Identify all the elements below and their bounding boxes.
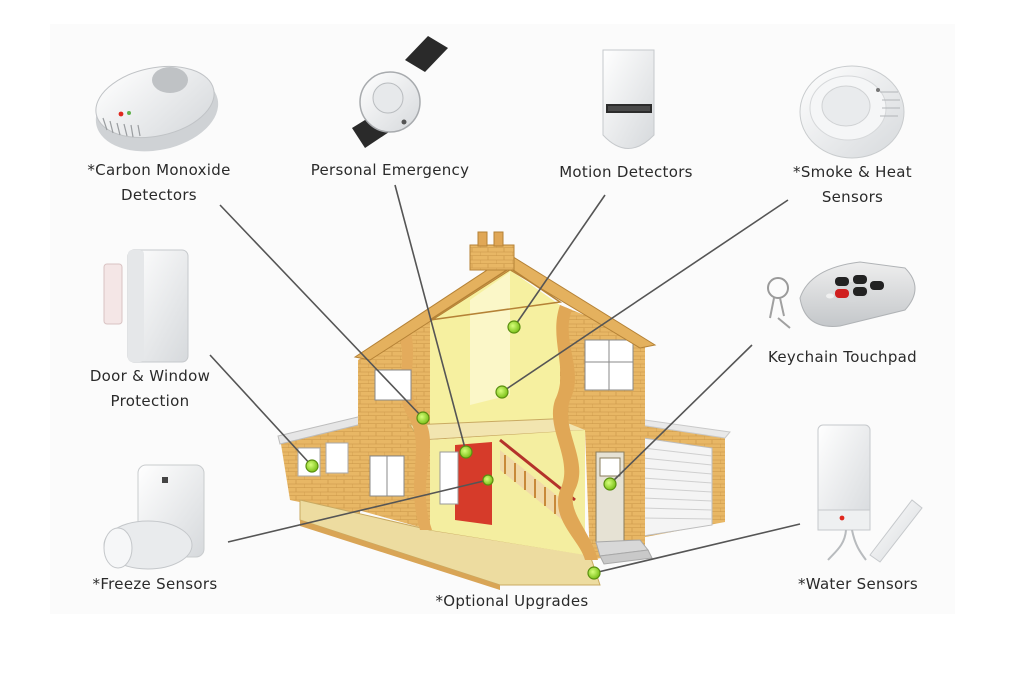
left-upper-window — [374, 369, 412, 401]
label-optional-upgrades: *Optional Upgrades — [412, 589, 612, 614]
label-personal-emergency-text: Personal Emergency — [310, 161, 470, 179]
leader-door-window — [209, 354, 313, 467]
label-door-window: Door & Window Protection — [68, 364, 232, 414]
chimney — [469, 231, 515, 271]
label-optional-upgrades-text: *Optional Upgrades — [435, 592, 589, 610]
leader-personal-emergency — [394, 184, 467, 453]
label-smoke-heat: *Smoke & Heat Sensors — [770, 160, 935, 210]
cut-wall-right — [552, 305, 598, 560]
leader-smoke — [501, 199, 789, 393]
garage — [638, 419, 731, 538]
upper-interior-light — [470, 272, 510, 405]
sensor-markers — [305, 320, 617, 580]
label-keychain-touchpad-text: Keychain Touchpad — [768, 348, 917, 366]
marker-keychain — [603, 477, 617, 491]
label-freeze-sensors-text: *Freeze Sensors — [92, 575, 218, 593]
marker-personal-emergency — [459, 445, 473, 459]
marker-carbon-monoxide — [416, 411, 430, 425]
motion-detector-icon — [602, 49, 655, 149]
leader-motion — [513, 194, 606, 328]
interior-door — [439, 451, 459, 505]
label-carbon-monoxide: *Carbon Monoxide Detectors — [64, 158, 254, 208]
keychain-remote-icon — [767, 261, 916, 329]
label-carbon-monoxide-line2: Detectors — [121, 186, 197, 204]
leader-water — [593, 523, 801, 574]
label-water-sensors-text: *Water Sensors — [797, 575, 919, 593]
leader-carbon-monoxide — [219, 204, 424, 419]
label-freeze-sensors: *Freeze Sensors — [70, 572, 240, 597]
label-smoke-heat-line1: *Smoke & Heat — [793, 163, 912, 181]
slab-edge — [300, 520, 500, 590]
marker-smoke — [495, 385, 509, 399]
label-water-sensors: *Water Sensors — [778, 572, 938, 597]
marker-motion — [507, 320, 521, 334]
label-motion-detectors-text: Motion Detectors — [559, 163, 693, 181]
left-extension — [277, 415, 363, 515]
door-window-sensor-icon — [103, 249, 189, 363]
label-smoke-heat-line2: Sensors — [821, 188, 884, 206]
leader-lines — [209, 184, 801, 574]
water-sensor-icon — [817, 424, 923, 563]
leader-freeze — [227, 479, 489, 543]
marker-door-window — [305, 459, 319, 473]
label-door-window-line1: Door & Window — [89, 367, 211, 385]
label-door-window-line2: Protection — [110, 392, 190, 410]
marker-freeze — [482, 474, 494, 486]
label-carbon-monoxide-line1: *Carbon Monoxide — [87, 161, 231, 179]
label-motion-detectors: Motion Detectors — [536, 160, 716, 185]
house-cutaway-illustration — [277, 231, 731, 590]
label-keychain-touchpad: Keychain Touchpad — [750, 345, 935, 370]
leader-keychain — [609, 344, 753, 485]
marker-water — [587, 566, 601, 580]
smoke-detector-icon — [799, 65, 905, 159]
label-personal-emergency: Personal Emergency — [290, 158, 490, 183]
carbon-monoxide-detector-icon — [95, 65, 219, 152]
personal-emergency-pendant-icon — [352, 36, 448, 148]
freeze-sensor-icon — [103, 464, 205, 570]
